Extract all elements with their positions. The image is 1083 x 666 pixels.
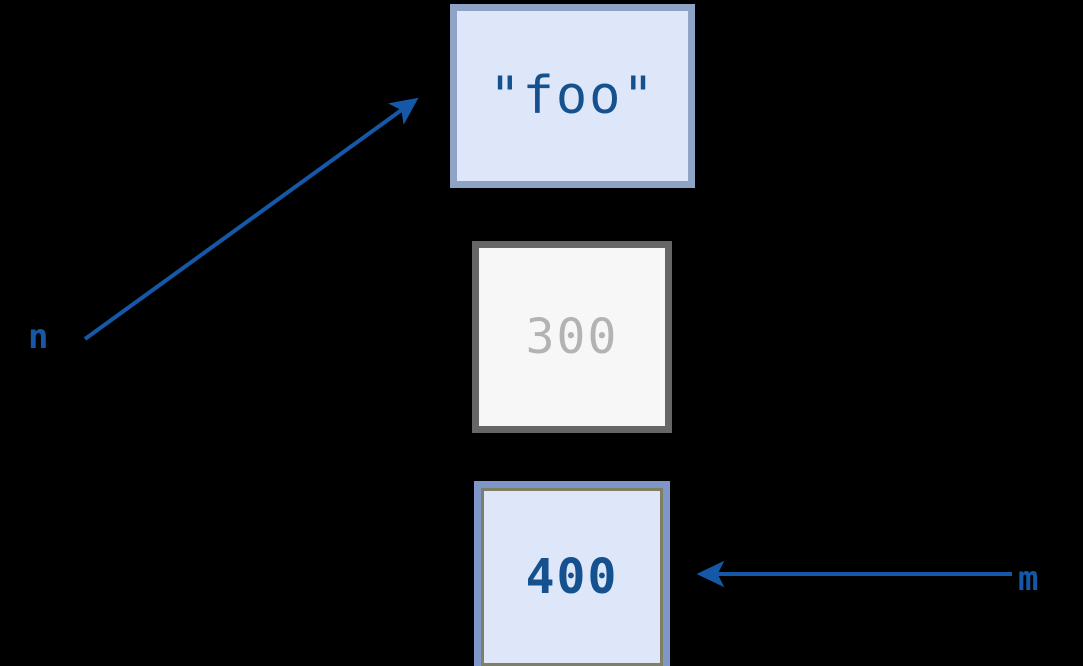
arrow-n-to-foo bbox=[83, 97, 419, 341]
variable-label-m: m bbox=[1018, 559, 1039, 599]
variable-label-n: n bbox=[28, 317, 49, 357]
value-box-400: 400 bbox=[474, 481, 670, 666]
value-box-300: 300 bbox=[472, 241, 672, 433]
value-box-foo-text: "foo" bbox=[489, 66, 656, 126]
value-box-foo: "foo" bbox=[450, 4, 695, 188]
value-box-400-text: 400 bbox=[525, 549, 619, 605]
value-box-300-text: 300 bbox=[525, 309, 619, 365]
